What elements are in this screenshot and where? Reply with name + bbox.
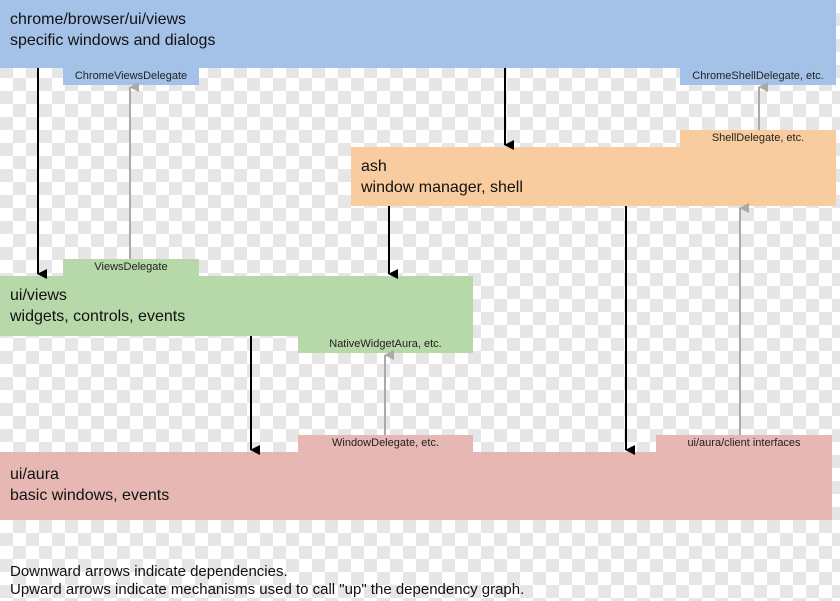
note-upward-arrows: Upward arrows indicate mechanisms used t… (10, 581, 525, 598)
aura-layer-subtitle: basic windows, events (10, 487, 170, 504)
aura-client-interfaces-tab: ui/aura/client interfaces (656, 435, 832, 452)
views-layer-box: ui/views widgets, controls, events (0, 276, 473, 336)
ash-layer-title: ash (361, 158, 387, 175)
shell-delegate-tab: ShellDelegate, etc. (680, 130, 836, 147)
views-layer-subtitle: widgets, controls, events (10, 308, 186, 325)
aura-layer-box: ui/aura basic windows, events (0, 452, 832, 520)
chrome-layer-box: chrome/browser/ui/views specific windows… (0, 0, 836, 68)
chrome-views-delegate-tab: ChromeViewsDelegate (63, 68, 199, 85)
window-delegate-tab: WindowDelegate, etc. (298, 435, 473, 452)
chrome-shell-delegate-tab: ChromeShellDelegate, etc. (680, 68, 836, 85)
aura-layer-title: ui/aura (10, 466, 59, 483)
note-downward-arrows: Downward arrows indicate dependencies. (10, 563, 288, 580)
chrome-layer-title: chrome/browser/ui/views (10, 11, 187, 28)
ash-layer-box: ash window manager, shell (351, 147, 836, 206)
ash-layer-subtitle: window manager, shell (361, 179, 523, 196)
chrome-layer-subtitle: specific windows and dialogs (10, 32, 216, 49)
views-layer-title: ui/views (10, 287, 67, 304)
views-delegate-tab: ViewsDelegate (63, 259, 199, 276)
native-widget-aura-tab: NativeWidgetAura, etc. (298, 336, 473, 353)
